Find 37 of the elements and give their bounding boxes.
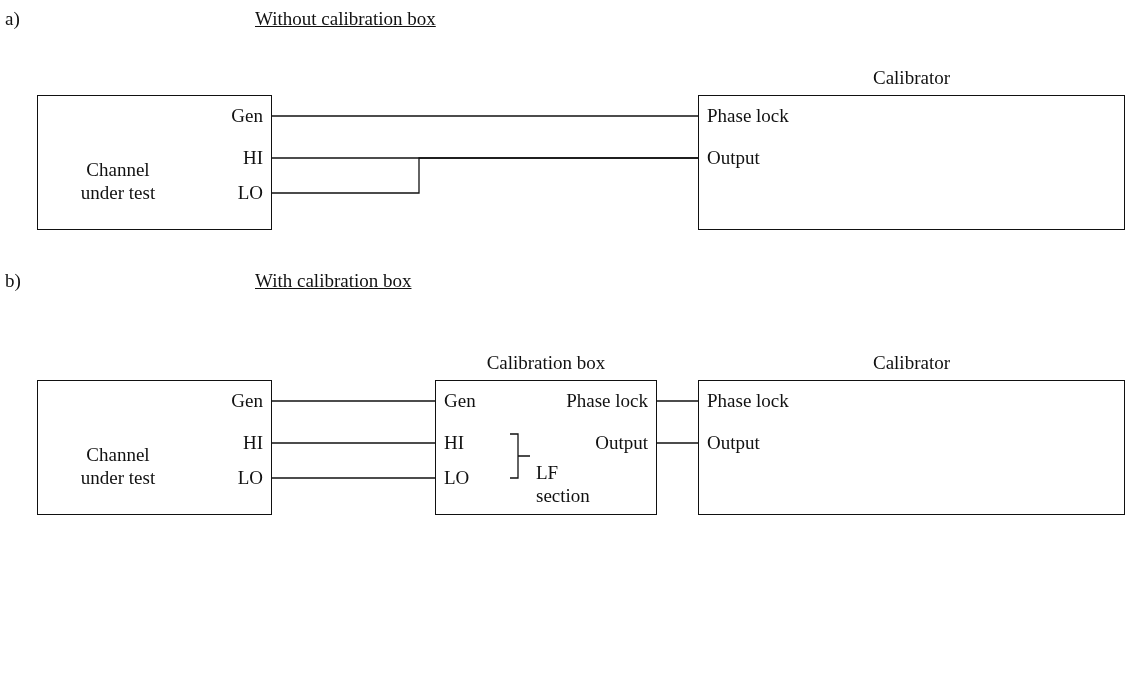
section-title: Without calibration box [255,8,436,30]
terminal-label: Phase lock [699,390,789,412]
panel-letter: a) [5,8,20,30]
terminal-label: Output [699,147,760,169]
terminal-label: HI [242,432,271,454]
terminal-label: LO [237,467,271,489]
terminal-label: Output [699,432,760,454]
wire [270,442,437,444]
panel-letter: b) [5,270,21,292]
bracket-label: LF section [536,461,591,507]
terminal-label: LO [237,182,271,204]
terminal-label: Output [595,432,656,454]
device-title: Calibration box [486,352,606,374]
terminal-label: HI [436,432,465,454]
terminal-label: Gen [436,390,476,412]
section-title: With calibration box [255,270,412,292]
terminal-label: LO [436,467,470,489]
device-box [698,380,1125,515]
wire [270,477,437,479]
device-box [435,380,657,515]
device-title: Calibrator [873,352,950,374]
terminal-label: Gen [231,105,271,127]
terminal-label: Phase lock [699,105,789,127]
device-box [37,380,272,515]
wire [270,115,700,117]
wire [270,400,437,402]
terminal-label: HI [242,147,271,169]
device-box [698,95,1125,230]
wire [655,400,700,402]
device-label: Channel under test [79,158,157,204]
terminal-label: Phase lock [566,390,656,412]
device-title: Calibrator [873,67,950,89]
terminal-label: Gen [231,390,271,412]
device-box [37,95,272,230]
wire [270,157,700,194]
device-label: Channel under test [79,443,157,489]
wire [655,442,700,444]
